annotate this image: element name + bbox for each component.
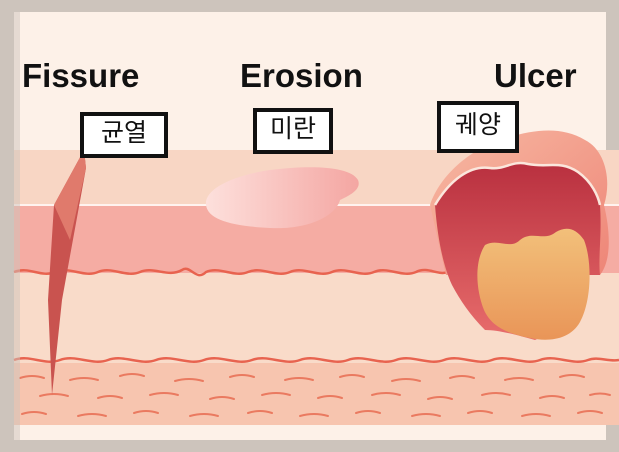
- bottom-margin: [14, 425, 606, 440]
- erosion-lesion: [205, 167, 359, 229]
- fissure-highlight: [54, 150, 86, 240]
- ulcer-korean-label: 궤양: [437, 101, 519, 153]
- ulcer-title: Ulcer: [494, 57, 577, 94]
- left-veil: [0, 12, 20, 440]
- ulcer-base: [477, 228, 590, 340]
- deep-wave-line: [13, 357, 619, 363]
- fibre-strokes: [19, 373, 611, 417]
- erosion-title: Erosion: [240, 57, 363, 94]
- erosion-korean-label: 미란: [253, 108, 333, 154]
- ulcer-rim: [433, 161, 602, 206]
- fissure-korean-label: 균열: [80, 112, 168, 158]
- fissure-title: Fissure: [22, 57, 140, 94]
- epidermis-wave-line: [13, 267, 449, 277]
